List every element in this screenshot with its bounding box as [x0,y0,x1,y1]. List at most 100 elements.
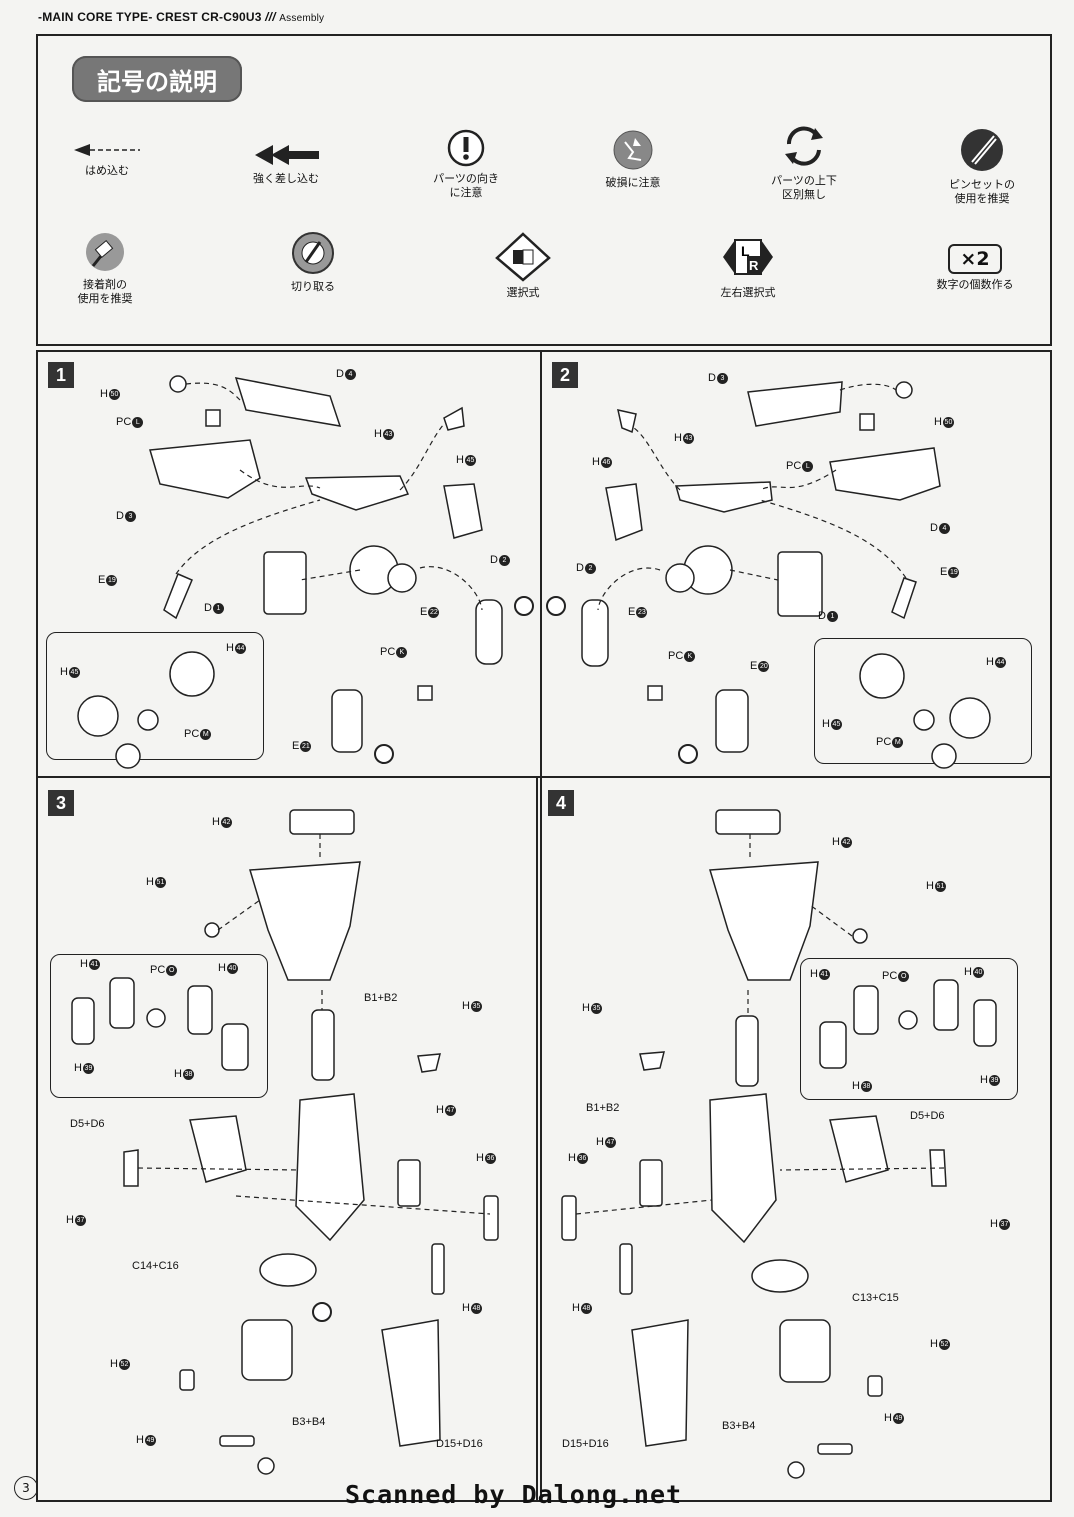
part-shape [819,1021,847,1069]
step-4-panel [536,776,1052,1502]
caution-marker [312,596,698,1322]
rotate-icon [785,126,823,166]
part-shape [787,1461,805,1479]
part-label: D5+D6 [70,1118,105,1130]
part-shape [431,1243,445,1295]
part-shape [169,651,215,697]
part-shape [71,997,95,1045]
page-number: 3 [14,1476,38,1500]
symbol-label: 左右選択式 [720,286,776,299]
symbol-multiply: ×2 数字の個数作る [922,244,1028,292]
header-prefix: -MAIN CORE TYPE- [38,10,153,24]
part-shape [709,861,819,981]
symbol-caution: パーツの向き に注意 [418,128,514,200]
step-number: 2 [552,362,578,388]
part-shape [219,1435,255,1447]
part-shape [973,999,997,1047]
part-shape [675,481,773,513]
part-shape [859,413,875,431]
part-shape [639,1159,663,1207]
symbol-label: パーツの向き に注意 [433,172,499,199]
part-shape [817,1443,853,1455]
part-shape [331,689,363,753]
tweezers-icon [961,129,1003,171]
part-shape [187,985,213,1035]
part-shape [913,709,935,731]
push-in-arrow-icon [74,144,140,156]
part-shape [257,1457,275,1475]
part-shape [751,1259,809,1293]
part-shape [715,809,781,835]
symbol-label: ピンセットの 使用を推奨 [949,178,1015,205]
part-shape [77,695,119,737]
part-shape [475,599,503,665]
part-shape [189,1115,247,1183]
part-shape [605,483,643,542]
part-label: C13+C15 [852,1292,899,1304]
multiply-icon: ×2 [948,244,1002,274]
symbol-label: 強く差し込む [253,172,319,185]
part-shape [619,1243,633,1295]
part-shape [443,483,483,539]
symbol-press-firmly: 強く差し込む [236,142,336,186]
part-shape [249,861,361,981]
symbol-label: 破損に注意 [605,176,661,189]
part-shape [179,1369,195,1391]
symbol-push-in: はめ込む [62,140,152,178]
part-shape [169,375,187,393]
part-label: D15+D16 [436,1438,483,1450]
part-shape [859,653,905,699]
part-shape [311,1009,335,1081]
part-shape [561,1195,577,1241]
symbol-breakage: 破損に注意 [588,128,678,190]
symbol-label: 選択式 [506,286,540,299]
symbol-choice: 選択式 [480,232,566,300]
step-3-panel [36,776,542,1502]
part-shape [387,563,417,593]
part-shape [747,381,843,427]
part-shape [263,551,307,615]
part-shape [443,406,465,431]
part-shape [898,1010,918,1030]
part-shape [931,743,957,769]
symbol-cut: 切り取る [270,230,356,294]
header-roman: /// [265,10,276,24]
part-shape [639,1051,665,1071]
part-shape [205,409,221,427]
part-shape [163,573,193,620]
page-header: -MAIN CORE TYPE- CREST CR-C90U3 /// Asse… [38,10,324,24]
part-shape [933,979,959,1031]
part-shape [709,1093,777,1244]
part-shape [895,381,913,399]
part-shape [123,1149,139,1187]
part-shape [949,697,991,739]
